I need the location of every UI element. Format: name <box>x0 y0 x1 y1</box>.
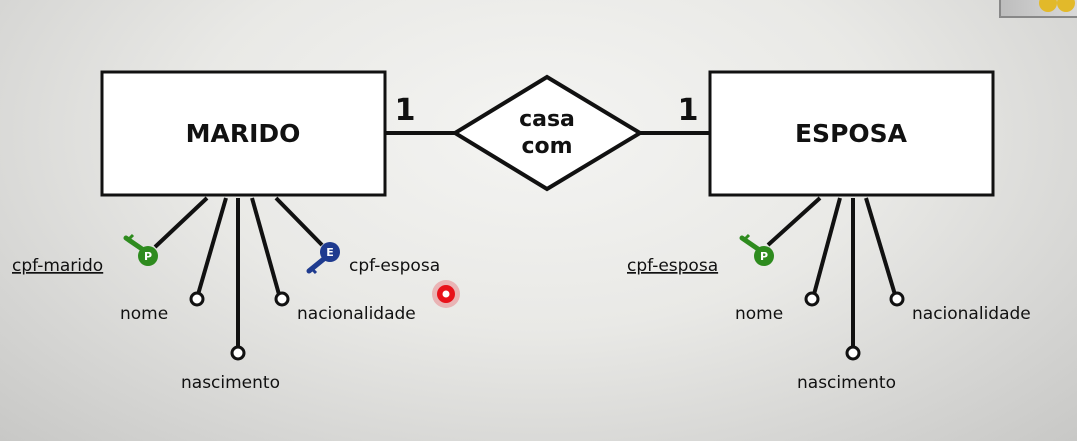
attr-dot-nacionalidade <box>274 291 290 307</box>
entity-esposa[interactable]: ESPOSA <box>708 70 995 197</box>
attr-cpf-marido: cpf-marido <box>12 256 103 276</box>
entity-marido[interactable]: MARIDO <box>100 70 387 197</box>
entity-esposa-label: ESPOSA <box>795 119 908 148</box>
attr-line-nacionalidade <box>250 197 282 299</box>
attr-nome-marido: nome <box>120 304 168 324</box>
attr-dot-nome-esposa <box>804 291 820 307</box>
attr-cpf-esposa: cpf-esposa <box>627 256 718 276</box>
attr-nascimento-esposa: nascimento <box>797 373 896 393</box>
attr-nacionalidade-marido: nacionalidade <box>297 304 416 324</box>
attr-line-cpf-marido <box>153 196 209 249</box>
cardinality-right: 1 <box>678 93 699 128</box>
relationship-label-line2: com <box>521 134 572 159</box>
pk-letter: P <box>144 250 152 263</box>
pk-letter-esposa: P <box>760 250 768 263</box>
fk-letter: E <box>326 246 334 259</box>
attr-line-nome <box>195 197 228 299</box>
attr-line-nacionalidade-esposa <box>864 197 898 299</box>
entity-marido-label: MARIDO <box>186 119 301 148</box>
attr-nome-esposa: nome <box>735 304 783 324</box>
attr-cpf-esposa-fk: cpf-esposa <box>349 256 440 276</box>
cursor-highlight <box>432 280 460 308</box>
attr-line-cpf-esposa-fk <box>274 196 324 247</box>
cardinality-left: 1 <box>395 93 416 128</box>
relationship-label-line1: casa <box>519 107 575 132</box>
attr-dot-nome <box>189 291 205 307</box>
attr-dot-nascimento <box>230 345 246 361</box>
relationship-casa-com[interactable]: casa com <box>451 74 644 192</box>
corner-thumbnail <box>999 0 1077 18</box>
attr-dot-nacionalidade-esposa <box>889 291 905 307</box>
attr-nascimento-marido: nascimento <box>181 373 280 393</box>
attr-nacionalidade-esposa: nacionalidade <box>912 304 1031 324</box>
attr-line-cpf-esposa <box>766 196 822 247</box>
primary-key-icon: P <box>123 233 158 266</box>
attr-line-nome-esposa <box>811 197 842 299</box>
foreign-key-icon: E <box>306 242 340 275</box>
attr-dot-nascimento-esposa <box>845 345 861 361</box>
primary-key-icon: P <box>739 233 774 266</box>
